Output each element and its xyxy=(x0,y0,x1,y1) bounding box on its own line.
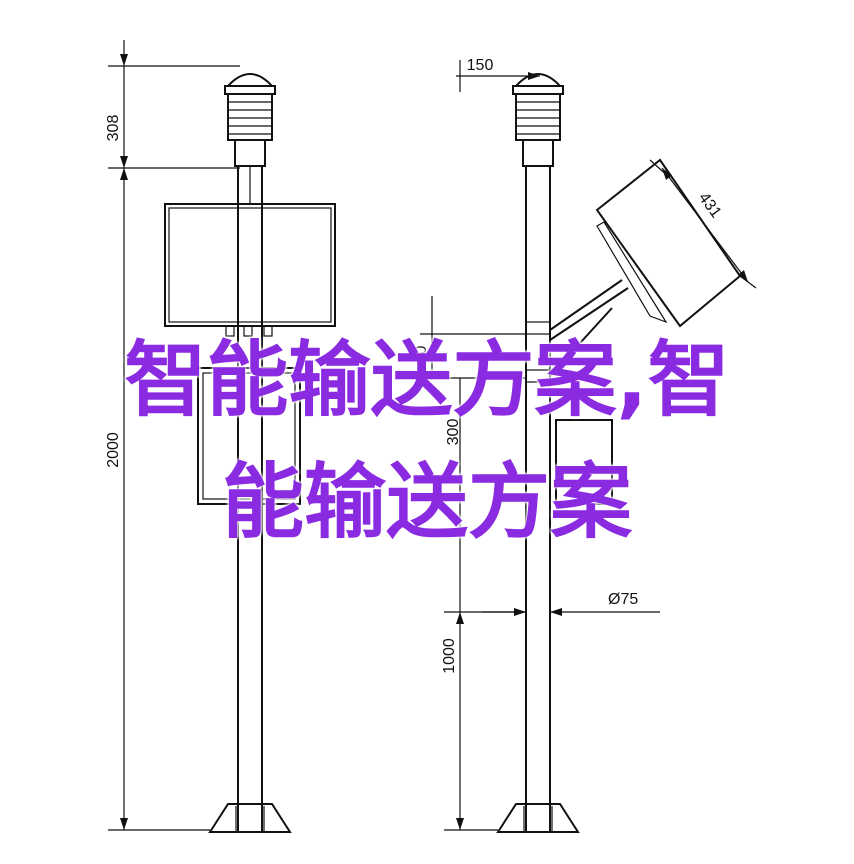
overlay-title-line-1: 智能输送方案,智 xyxy=(124,333,730,428)
right-cabinet xyxy=(555,419,613,505)
right-station: 150 431 0 300 Ø75 1000 xyxy=(413,57,757,833)
overlay-title-line-2: 能输送方案 xyxy=(221,455,632,550)
left-display-board xyxy=(164,203,336,337)
dim-pole-diameter: Ø75 xyxy=(608,591,638,608)
dim-left-total: 2000 xyxy=(105,432,122,468)
dim-right-top: 150 xyxy=(467,57,494,74)
left-cabinet xyxy=(197,367,301,505)
right-dimensions xyxy=(420,60,757,831)
left-dimensions xyxy=(108,40,240,831)
right-pole xyxy=(525,166,551,832)
left-base xyxy=(208,803,292,833)
dim-left-top: 308 xyxy=(105,115,122,142)
dim-pole-lower: 1000 xyxy=(441,638,458,674)
right-sensor-head xyxy=(512,73,564,167)
dim-arm-gap: 0 xyxy=(413,345,430,354)
right-base xyxy=(496,803,580,833)
left-sensor-head xyxy=(224,73,276,167)
left-station: 308 2000 xyxy=(105,40,336,833)
dim-arm-span: 300 xyxy=(445,419,462,446)
